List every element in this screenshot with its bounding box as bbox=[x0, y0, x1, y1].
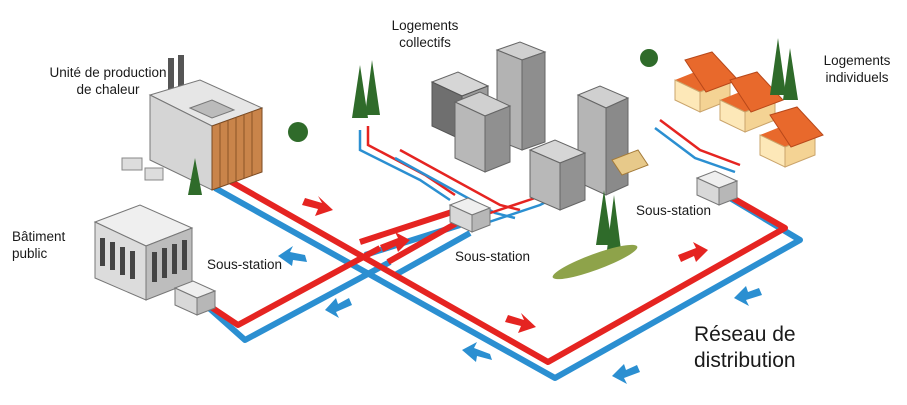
label-production: Unité de production de chaleur bbox=[49, 65, 167, 97]
sous-station-box-2 bbox=[448, 197, 492, 233]
label-sous-station-3: Sous-station bbox=[636, 203, 712, 218]
grass-patch bbox=[552, 244, 638, 280]
sous-station-box-1 bbox=[173, 280, 217, 316]
trees bbox=[188, 38, 798, 280]
individual-houses bbox=[674, 51, 824, 168]
arrow-red-3 bbox=[505, 313, 536, 333]
tree-icon bbox=[770, 38, 786, 95]
tree-icon bbox=[188, 158, 202, 195]
arrow-blue-5 bbox=[734, 286, 762, 306]
house-2 bbox=[719, 71, 784, 133]
tree-icon bbox=[783, 48, 798, 100]
arrow-red-2 bbox=[380, 232, 410, 252]
label-individual-housing: Logements individuels bbox=[823, 53, 891, 85]
arrow-blue-1 bbox=[278, 246, 307, 266]
arrow-blue-2 bbox=[325, 298, 352, 318]
arrow-blue-4 bbox=[612, 364, 640, 384]
house-3 bbox=[759, 106, 824, 168]
sous-station-box-3 bbox=[695, 170, 739, 206]
label-distribution-network: Réseau de distribution bbox=[694, 323, 796, 372]
tree-icon bbox=[640, 49, 658, 67]
flow-arrows bbox=[278, 196, 762, 384]
tree-icon bbox=[365, 60, 380, 115]
collective-housing bbox=[430, 41, 649, 211]
label-sous-station-1: Sous-station bbox=[207, 257, 283, 272]
arrow-red-4 bbox=[678, 242, 708, 262]
chimney-1 bbox=[168, 58, 174, 108]
label-sous-station-2: Sous-station bbox=[455, 249, 531, 264]
tree-icon bbox=[607, 195, 621, 250]
chimney-2 bbox=[178, 55, 184, 107]
label-public-building: Bâtiment public bbox=[12, 229, 66, 261]
public-building bbox=[93, 204, 194, 301]
arrow-blue-3 bbox=[462, 342, 492, 362]
label-collective-housing: Logements collectifs bbox=[391, 18, 459, 50]
block-mid bbox=[453, 91, 512, 173]
tree-icon bbox=[352, 65, 368, 118]
house-1 bbox=[674, 51, 739, 113]
tree-icon bbox=[596, 190, 612, 245]
block-front bbox=[528, 139, 587, 211]
arrow-red-1 bbox=[302, 196, 333, 216]
tree-icon bbox=[288, 122, 308, 142]
